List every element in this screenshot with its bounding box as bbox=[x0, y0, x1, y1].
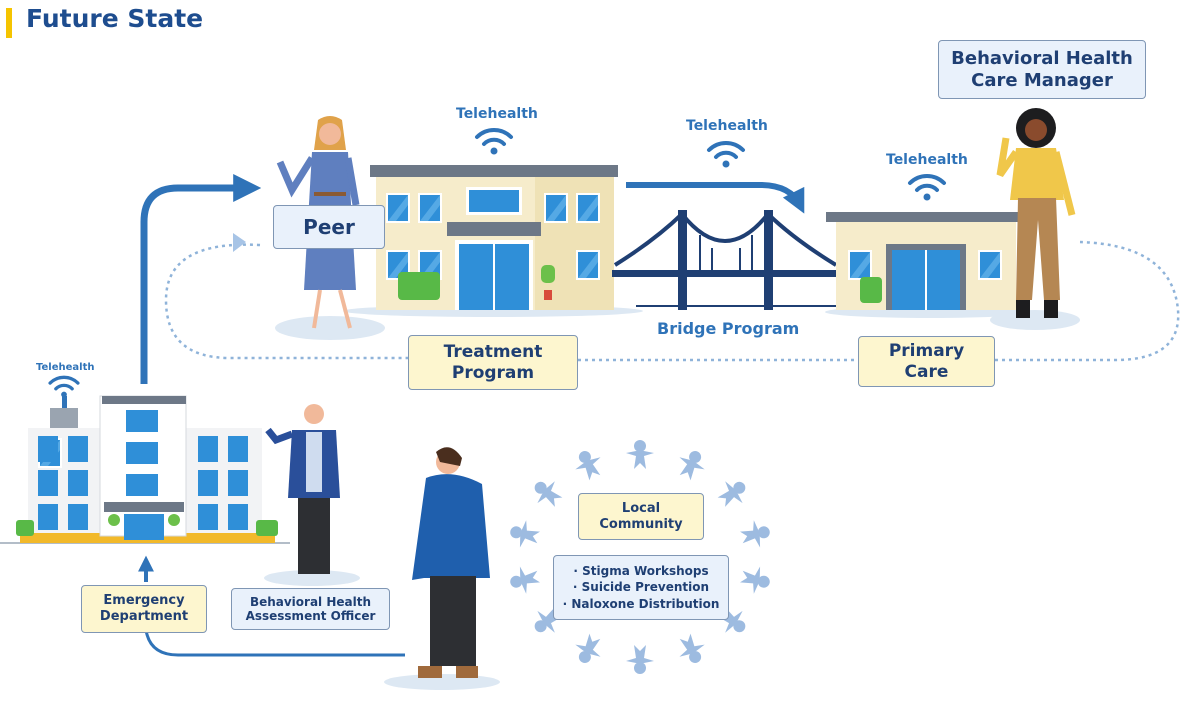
community-person-icon bbox=[679, 450, 705, 481]
patient-person-icon bbox=[384, 447, 500, 690]
dotted-loop bbox=[164, 240, 1180, 362]
wifi-icon bbox=[475, 127, 513, 157]
flow-arrow-person-to-ed bbox=[144, 629, 405, 657]
community-programs-box: · Stigma Workshops · Suicide Prevention … bbox=[553, 555, 729, 620]
treatment-program-box: Treatment Program bbox=[408, 335, 578, 390]
hospital-icon bbox=[0, 395, 290, 544]
flow-arrow-treatment-to-primary bbox=[626, 182, 805, 214]
primary-care-building-icon bbox=[825, 212, 1035, 318]
wifi-icon bbox=[48, 375, 80, 400]
emergency-department-box: Emergency Department bbox=[81, 585, 207, 633]
bh-care-manager-box: Behavioral Health Care Manager bbox=[938, 40, 1146, 99]
local-community-box: Local Community bbox=[578, 493, 704, 540]
community-person-icon bbox=[626, 645, 654, 674]
treatment-building-icon bbox=[343, 165, 643, 317]
page-title: Future State bbox=[26, 4, 204, 33]
community-person-icon bbox=[740, 520, 770, 548]
community-person-icon bbox=[740, 566, 770, 594]
title-accent-bar bbox=[6, 8, 12, 38]
telehealth-label-primary-care: Telehealth bbox=[886, 152, 968, 168]
primary-care-box: Primary Care bbox=[858, 336, 995, 387]
telehealth-label-bridge: Telehealth bbox=[686, 118, 768, 134]
community-ring-icon bbox=[510, 440, 770, 674]
peer-box: Peer bbox=[273, 205, 385, 249]
care-manager-person-icon bbox=[990, 108, 1080, 330]
community-person-icon bbox=[717, 607, 746, 633]
telehealth-label-treatment: Telehealth bbox=[456, 106, 538, 122]
light-arrowhead bbox=[233, 233, 246, 252]
community-person-icon bbox=[534, 481, 563, 507]
flow-arrow-hospital-to-peer bbox=[140, 174, 262, 384]
community-person-icon bbox=[626, 440, 654, 469]
community-person-icon bbox=[510, 566, 540, 594]
telehealth-label-hospital: Telehealth bbox=[36, 362, 95, 373]
community-person-icon bbox=[575, 633, 601, 664]
community-person-icon bbox=[534, 607, 563, 633]
community-person-icon bbox=[575, 450, 601, 481]
wifi-icon bbox=[908, 173, 946, 203]
community-person-icon bbox=[717, 481, 746, 507]
assessment-officer-person-icon bbox=[264, 404, 360, 586]
community-person-icon bbox=[510, 520, 540, 548]
bridge-icon bbox=[612, 210, 840, 310]
bridge-program-label: Bridge Program bbox=[657, 319, 800, 338]
wifi-icon bbox=[707, 140, 745, 170]
community-person-icon bbox=[679, 633, 705, 664]
bh-assessment-officer-box: Behavioral Health Assessment Officer bbox=[231, 588, 390, 630]
